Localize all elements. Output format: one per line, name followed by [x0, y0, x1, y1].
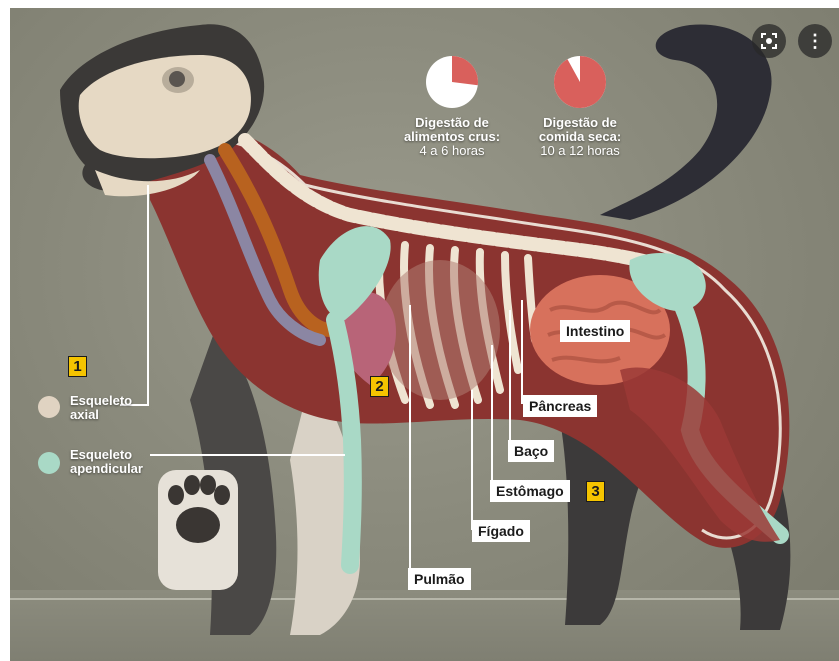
heart-number-badge: 2 — [370, 376, 389, 397]
label-pancreas: Pâncreas — [523, 395, 597, 417]
lens-icon[interactable] — [752, 24, 786, 58]
label-figado: Fígado — [472, 520, 530, 542]
dry-digestion-label: Digestão de comida seca: 10 a 12 horas — [520, 116, 640, 158]
appendicular-color-dot — [38, 452, 60, 474]
raw-digestion-pie — [426, 56, 478, 108]
dry-digestion-pie — [554, 56, 606, 108]
stomach-number-badge: 3 — [586, 481, 605, 502]
label-intestino: Intestino — [560, 320, 630, 342]
axial-color-dot — [38, 396, 60, 418]
appendicular-skeleton-label: Esqueleto apendicular — [70, 448, 143, 476]
more-vertical-icon[interactable]: ⋮ — [798, 24, 832, 58]
axial-skeleton-label: Esqueleto axial — [70, 394, 132, 422]
raw-digestion-label: Digestão de alimentos crus: 4 a 6 horas — [388, 116, 516, 158]
label-pulmao: Pulmão — [408, 568, 471, 590]
axial-number-badge: 1 — [68, 356, 87, 377]
label-estomago: Estômago — [490, 480, 570, 502]
label-baco: Baço — [508, 440, 554, 462]
